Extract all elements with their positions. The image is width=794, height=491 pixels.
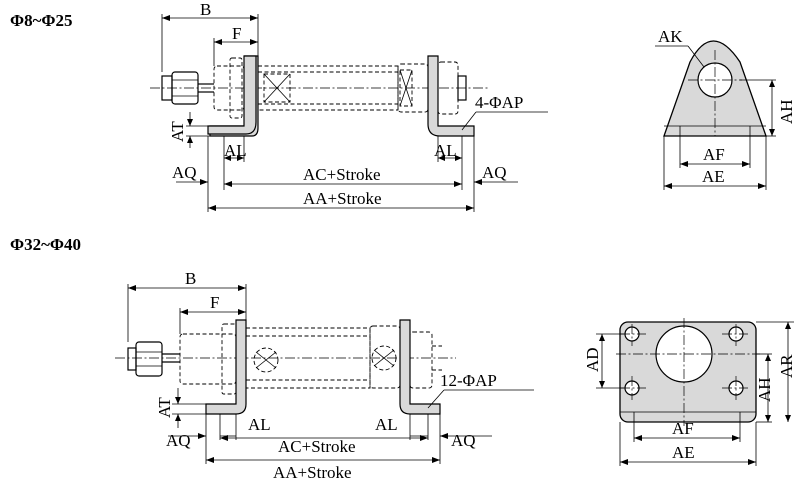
- side-view-small: B F AT AQ AL AL: [150, 0, 548, 212]
- dim-al-left-label-large: AL: [248, 415, 271, 434]
- dim-ad-label: AD: [583, 347, 602, 372]
- dim-ae-label: AE: [702, 167, 725, 186]
- holes-callout-label: 4-ΦAP: [475, 93, 523, 112]
- dim-b-label-large: B: [185, 269, 196, 288]
- dim-aq-right-label: AQ: [482, 163, 507, 182]
- dim-ak-label: AK: [658, 27, 683, 46]
- dim-ac-label: AC+Stroke: [303, 165, 381, 184]
- dim-f-label-large: F: [210, 293, 219, 312]
- dim-al-right-label-large: AL: [375, 415, 398, 434]
- dim-at-label-large: AT: [155, 397, 174, 418]
- dim-aa-label-large: AA+Stroke: [273, 463, 352, 482]
- dim-b-label: B: [200, 0, 211, 19]
- dim-al-left-label: AL: [224, 141, 247, 160]
- dim-ar-label: AR: [777, 354, 794, 378]
- end-view-small: AK AH AF AE: [655, 27, 794, 190]
- dim-ah-label: AH: [777, 99, 794, 124]
- dim-aq-left-label: AQ: [172, 163, 197, 182]
- holes-callout-label-large: 12-ΦAP: [440, 371, 497, 390]
- dim-aq-left-label-large: AQ: [166, 431, 191, 450]
- dim-af-label: AF: [703, 145, 725, 164]
- dim-aa-label: AA+Stroke: [303, 189, 382, 208]
- dim-aq-right-label-large: AQ: [451, 431, 476, 450]
- section-2-header: Φ32~Φ40: [10, 235, 81, 254]
- section-1-header: Φ8~Φ25: [10, 11, 73, 30]
- end-view-large: AD AH AR AF AE: [583, 318, 794, 466]
- dim-ac-label-large: AC+Stroke: [278, 437, 356, 456]
- dim-at-label: AT: [168, 121, 187, 142]
- dim-f-label: F: [232, 24, 241, 43]
- dim-ah-label-large: AH: [755, 377, 774, 402]
- side-view-large: B F AT AQ AL AL AQ: [115, 269, 534, 482]
- dim-af-label-large: AF: [672, 419, 694, 438]
- dim-ae-label-large: AE: [672, 443, 695, 462]
- dim-al-right-label: AL: [434, 141, 457, 160]
